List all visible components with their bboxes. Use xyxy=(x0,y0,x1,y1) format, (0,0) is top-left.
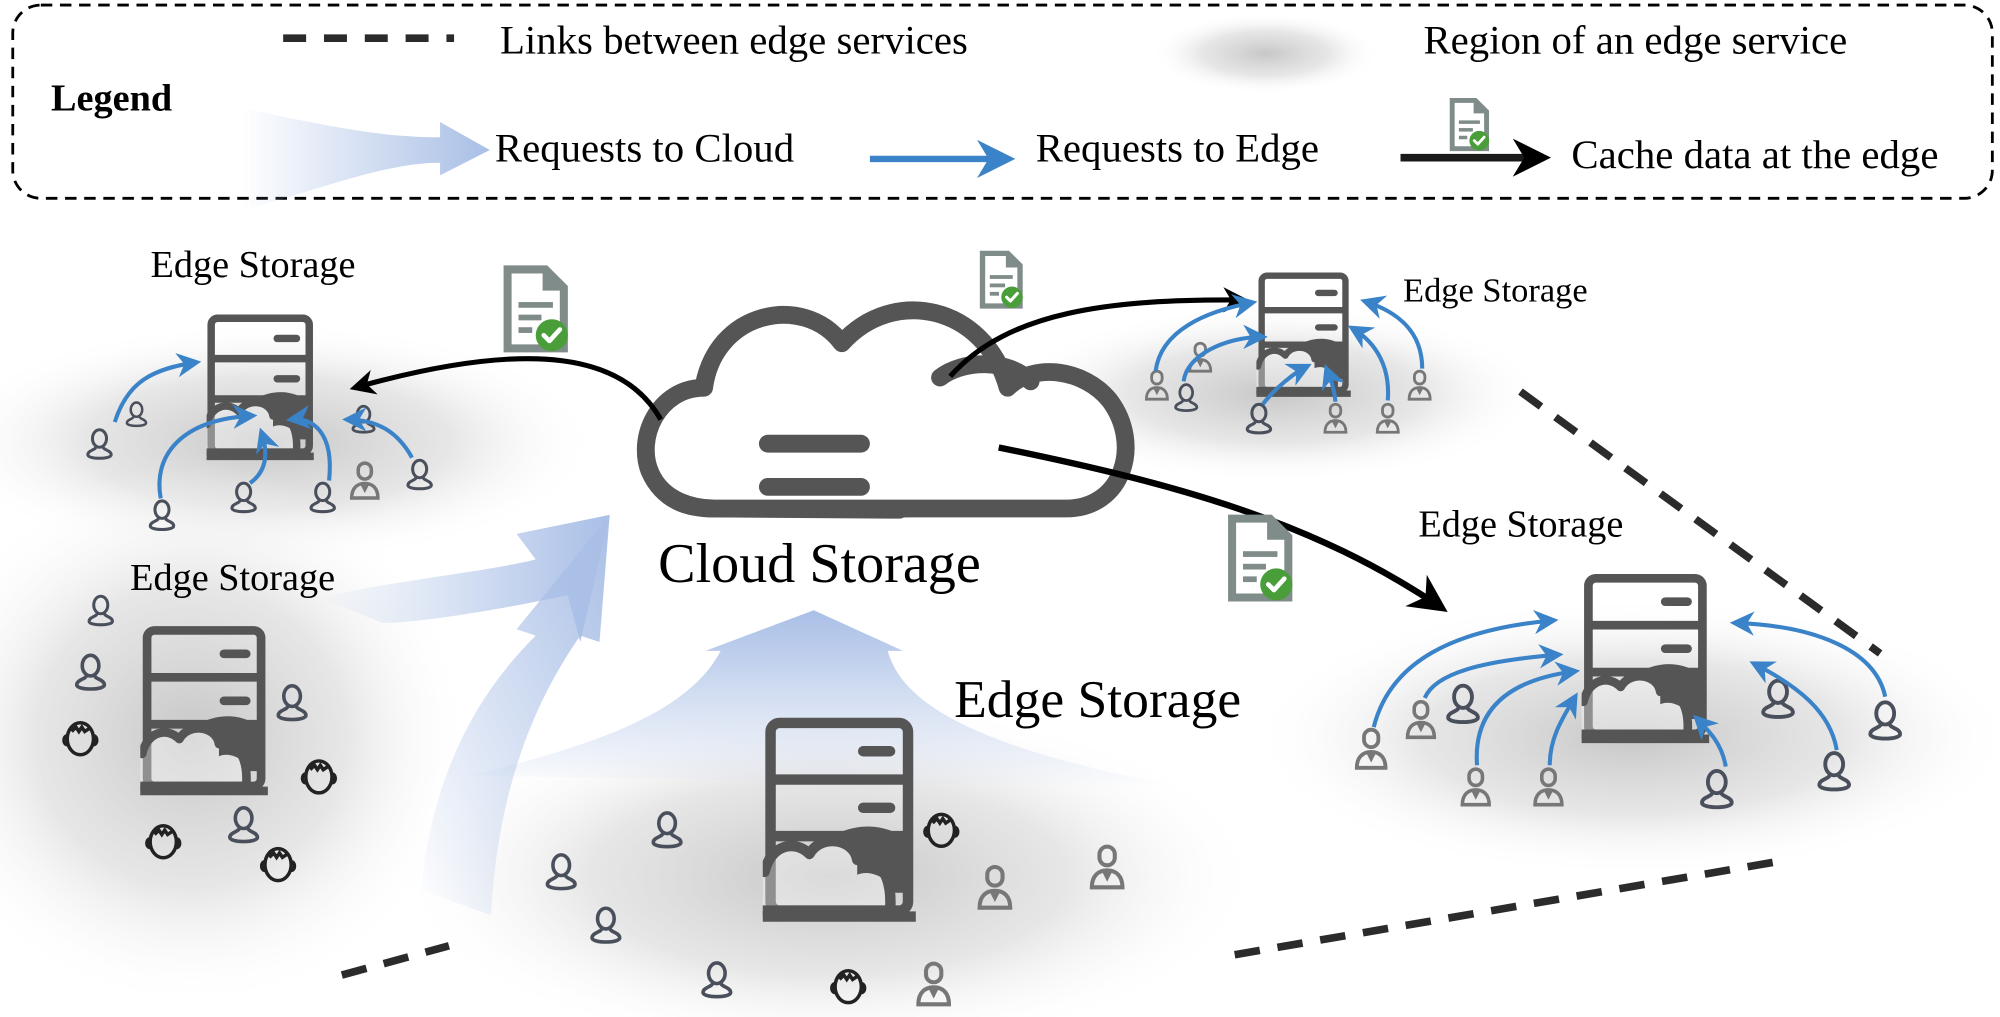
edge-storage-label-right: Edge Storage xyxy=(1418,504,1623,546)
cached-document-icon-top-left xyxy=(504,265,568,352)
legend-title: Legend xyxy=(51,78,172,120)
request-to-cloud-from-bottom-diagonal xyxy=(420,514,610,916)
legend-label-requests-to-cloud: Requests to Cloud xyxy=(495,126,794,171)
edge-storage-bottom-center: Edge Storage xyxy=(545,669,1241,1004)
request-to-cloud-from-mid-left xyxy=(318,514,610,642)
request-to-edge-arrow xyxy=(1474,661,1581,766)
request-to-edge-arrow xyxy=(1547,692,1578,766)
cache-arrow-to-top-right xyxy=(948,287,1249,378)
legend-requests-to-cloud-symbol xyxy=(242,108,490,210)
legend-region-symbol xyxy=(1150,12,1381,95)
cloud-storage-node: Cloud Storage xyxy=(637,301,1135,595)
request-to-edge-arrow xyxy=(1692,714,1728,767)
cached-document-icon-right xyxy=(1228,515,1292,602)
request-to-edge-arrow xyxy=(1371,609,1559,728)
link-bottom-right xyxy=(1234,856,1784,959)
legend-label-cache-data: Cache data at the edge xyxy=(1571,132,1938,177)
request-to-edge-arrow xyxy=(1321,364,1345,402)
link-bottom-left xyxy=(340,942,450,979)
legend-label-requests-to-edge: Requests to Edge xyxy=(1036,126,1319,171)
legend-label-links: Links between edge services xyxy=(500,17,968,62)
cached-document-icon-top-right xyxy=(978,249,1025,311)
edge-links xyxy=(340,388,1883,979)
request-to-edge-arrow xyxy=(157,404,258,499)
edge-storage-top-right: Edge Storage xyxy=(1144,271,1588,435)
cloud-outline xyxy=(637,301,1135,518)
legend-border xyxy=(11,3,1994,200)
legend-label-region: Region of an edge service xyxy=(1423,17,1847,62)
request-to-edge-arrow xyxy=(1749,661,1839,751)
cloud-storage-label: Cloud Storage xyxy=(658,533,981,595)
edge-storage-mid-left: Edge Storage xyxy=(62,557,338,883)
request-to-edge-arrow xyxy=(1347,325,1391,401)
request-to-edge-arrow xyxy=(1153,294,1258,372)
request-to-edge-arrow xyxy=(1261,363,1312,406)
request-to-edge-arrow xyxy=(342,407,414,459)
edge-storage-label-top-left: Edge Storage xyxy=(151,244,356,286)
request-to-edge-arrow xyxy=(1181,324,1268,382)
requests-to-cloud-arrows xyxy=(318,514,1187,916)
cache-arrows xyxy=(349,249,1448,612)
edge-storage-label-mid-left: Edge Storage xyxy=(130,557,335,599)
request-to-edge-arrow xyxy=(285,405,332,481)
cache-arrow-to-top-left xyxy=(349,356,663,421)
request-to-edge-arrow xyxy=(1360,295,1425,369)
legend: Legend Links between edge services Regio… xyxy=(11,3,1994,210)
edge-storage-label-bottom-center: Edge Storage xyxy=(954,669,1241,729)
edge-storage-right: Edge Storage xyxy=(1354,504,1900,808)
request-to-edge-arrow xyxy=(248,427,280,485)
request-to-cloud-from-bottom-center xyxy=(471,610,1187,789)
edge-storage-label-top-right: Edge Storage xyxy=(1403,271,1588,309)
cloud-inner-arc xyxy=(931,355,1040,391)
edge-storage-top-left: Edge Storage xyxy=(86,244,433,532)
cache-arrow-to-right xyxy=(998,444,1448,612)
request-to-edge-arrow xyxy=(1422,644,1564,699)
link-right-upper xyxy=(1518,388,1883,657)
request-to-edge-arrow xyxy=(112,353,202,423)
legend-cached-document-icon xyxy=(1448,96,1491,153)
request-to-edge-arrow xyxy=(1729,611,1888,698)
